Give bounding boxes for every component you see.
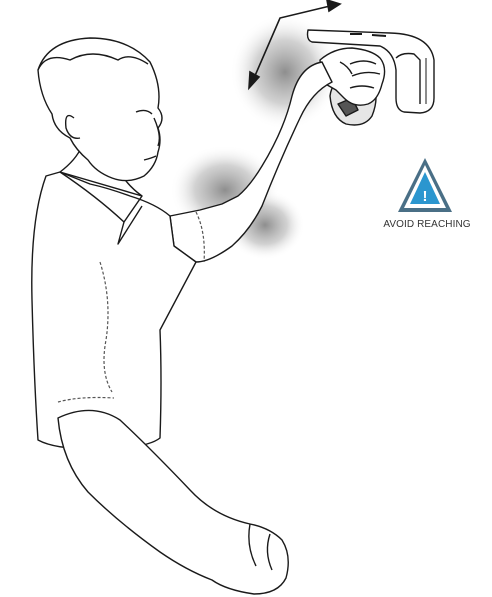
warning-triangle-icon: ! — [398, 158, 452, 212]
warning-label: AVOID REACHING — [372, 219, 482, 230]
warning-glyph: ! — [423, 188, 428, 205]
lower-arm — [58, 398, 288, 595]
